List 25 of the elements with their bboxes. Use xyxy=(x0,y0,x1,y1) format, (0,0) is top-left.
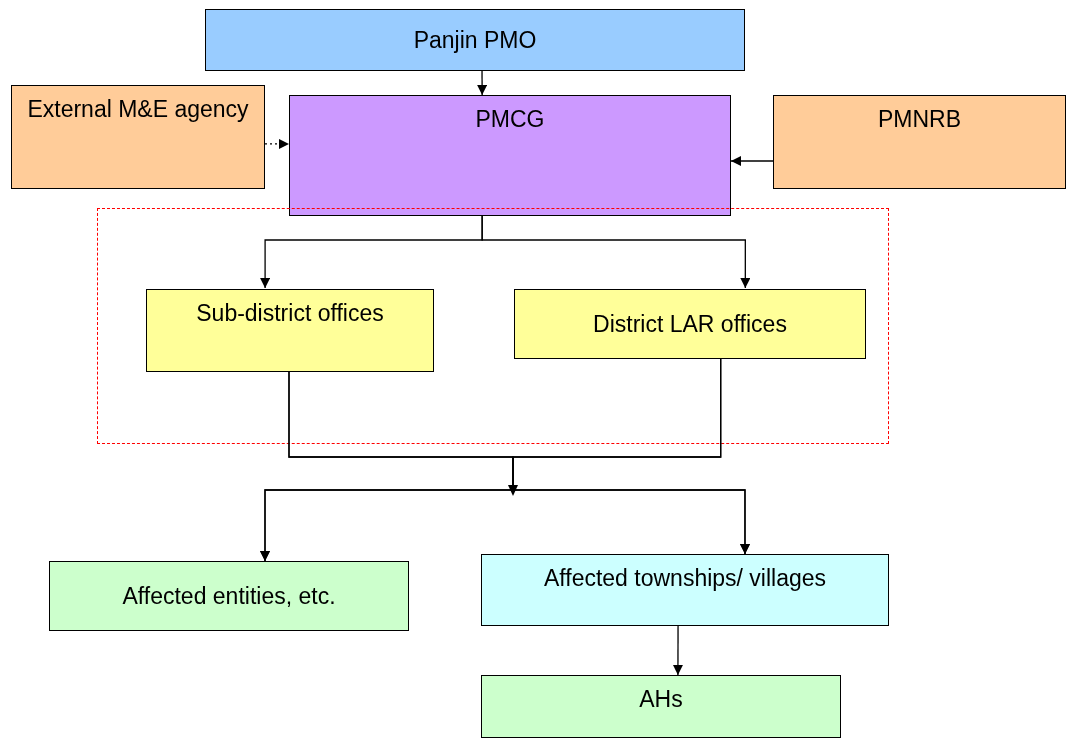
process-box xyxy=(49,561,409,631)
box-label: Sub-district offices xyxy=(195,299,385,328)
process-box xyxy=(773,95,1066,189)
box-label: PMCG xyxy=(474,105,546,134)
process-box xyxy=(146,289,434,372)
box-label: External M&E agency xyxy=(26,95,250,124)
box-label: Affected townships/ villages xyxy=(542,564,828,593)
arrow xyxy=(730,156,774,166)
box-label: District LAR offices xyxy=(592,310,788,339)
arrow xyxy=(481,215,751,289)
process-box xyxy=(289,95,731,216)
arrow xyxy=(512,357,750,555)
box-label: Affected entities, etc. xyxy=(121,582,337,611)
dashed-group-box xyxy=(97,208,889,444)
arrow xyxy=(477,70,488,96)
process-box xyxy=(11,85,265,189)
arrow xyxy=(672,625,683,676)
box-label: Panjin PMO xyxy=(412,26,538,55)
process-box xyxy=(481,675,841,738)
process-box xyxy=(514,289,866,359)
box-label: PMNRB xyxy=(876,105,963,134)
box-label: AHs xyxy=(638,685,684,714)
process-box xyxy=(205,9,745,71)
process-box xyxy=(481,554,889,626)
arrow xyxy=(264,138,290,149)
